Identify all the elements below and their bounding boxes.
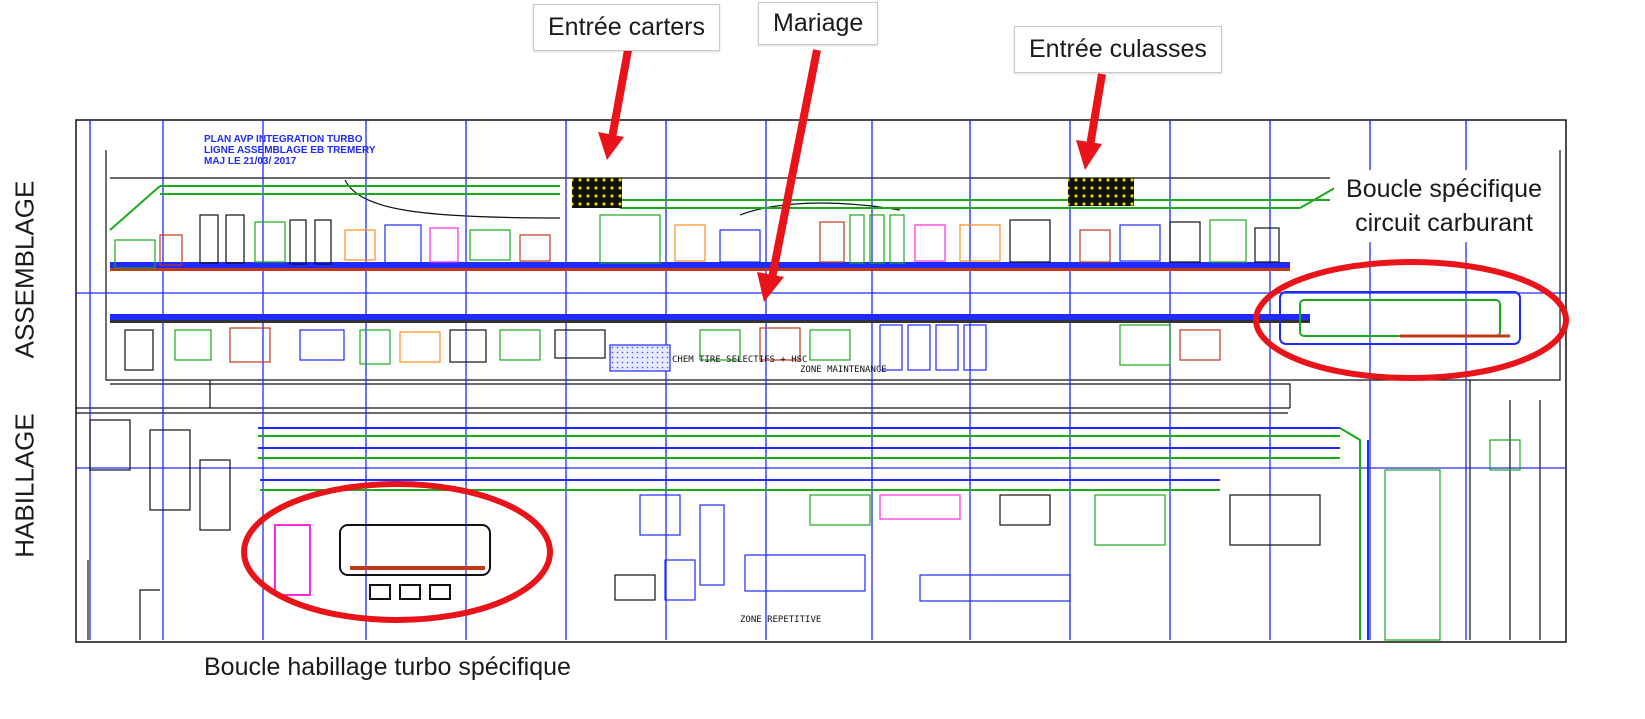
arrowhead-entree-carters (598, 132, 624, 160)
habillage-stations (89, 419, 1521, 641)
side-label-assemblage: ASSEMBLAGE (9, 180, 40, 359)
annotation-arrows (598, 49, 1106, 302)
plan-note-selectifs: CHEM TIRE SELECTIFS + HSC (672, 355, 808, 365)
arrow-mariage (768, 49, 821, 279)
arrow-entree-culasses (1086, 73, 1106, 147)
callout-mariage: Mariage (758, 2, 879, 45)
plan-note-maintenance: ZONE MAINTENANCE (800, 365, 887, 375)
assembly-line (110, 262, 1310, 323)
plan-note-repetitive: ZONE REPETITIVE (740, 615, 822, 625)
plan-title-line2: LIGNE ASSEMBLAGE EB TREMERY (204, 145, 376, 156)
fuel-loop-highlight (1253, 259, 1569, 381)
label-boucle-carburant-line1: Boucle spécifique (1346, 175, 1542, 203)
fuel-loop-conveyor (1279, 291, 1521, 345)
turbo-loop-conveyor (274, 524, 491, 600)
arrowhead-entree-culasses (1076, 140, 1102, 170)
label-boucle-carburant-line2: circuit carburant (1355, 209, 1533, 237)
callout-entree-carters: Entrée carters (533, 4, 721, 51)
plan-title-block: PLAN AVP INTEGRATION TURBO LIGNE ASSEMBL… (204, 134, 376, 167)
plan-title-line1: PLAN AVP INTEGRATION TURBO (204, 134, 363, 145)
entree-carters-zone (572, 178, 622, 208)
side-label-habillage: HABILLAGE (9, 413, 40, 558)
label-boucle-carburant: Boucle spécifique circuit carburant (1334, 170, 1554, 242)
turbo-loop-highlight (241, 481, 553, 623)
arrow-entree-carters (608, 49, 632, 139)
plan-title-line3: MAJ LE 21/03/ 2017 (204, 156, 297, 167)
label-boucle-habillage: Boucle habillage turbo spécifique (204, 653, 571, 681)
entree-culasses-zone (1068, 178, 1134, 206)
maintenance-cells (879, 324, 1221, 371)
assembly-top-tracks (109, 184, 1341, 231)
highlight-ellipses (241, 259, 1569, 623)
habillage-line (258, 427, 1369, 640)
callout-entree-culasses: Entrée culasses (1014, 26, 1222, 73)
arrowhead-mariage (757, 272, 784, 302)
assembly-stations (114, 214, 1280, 372)
